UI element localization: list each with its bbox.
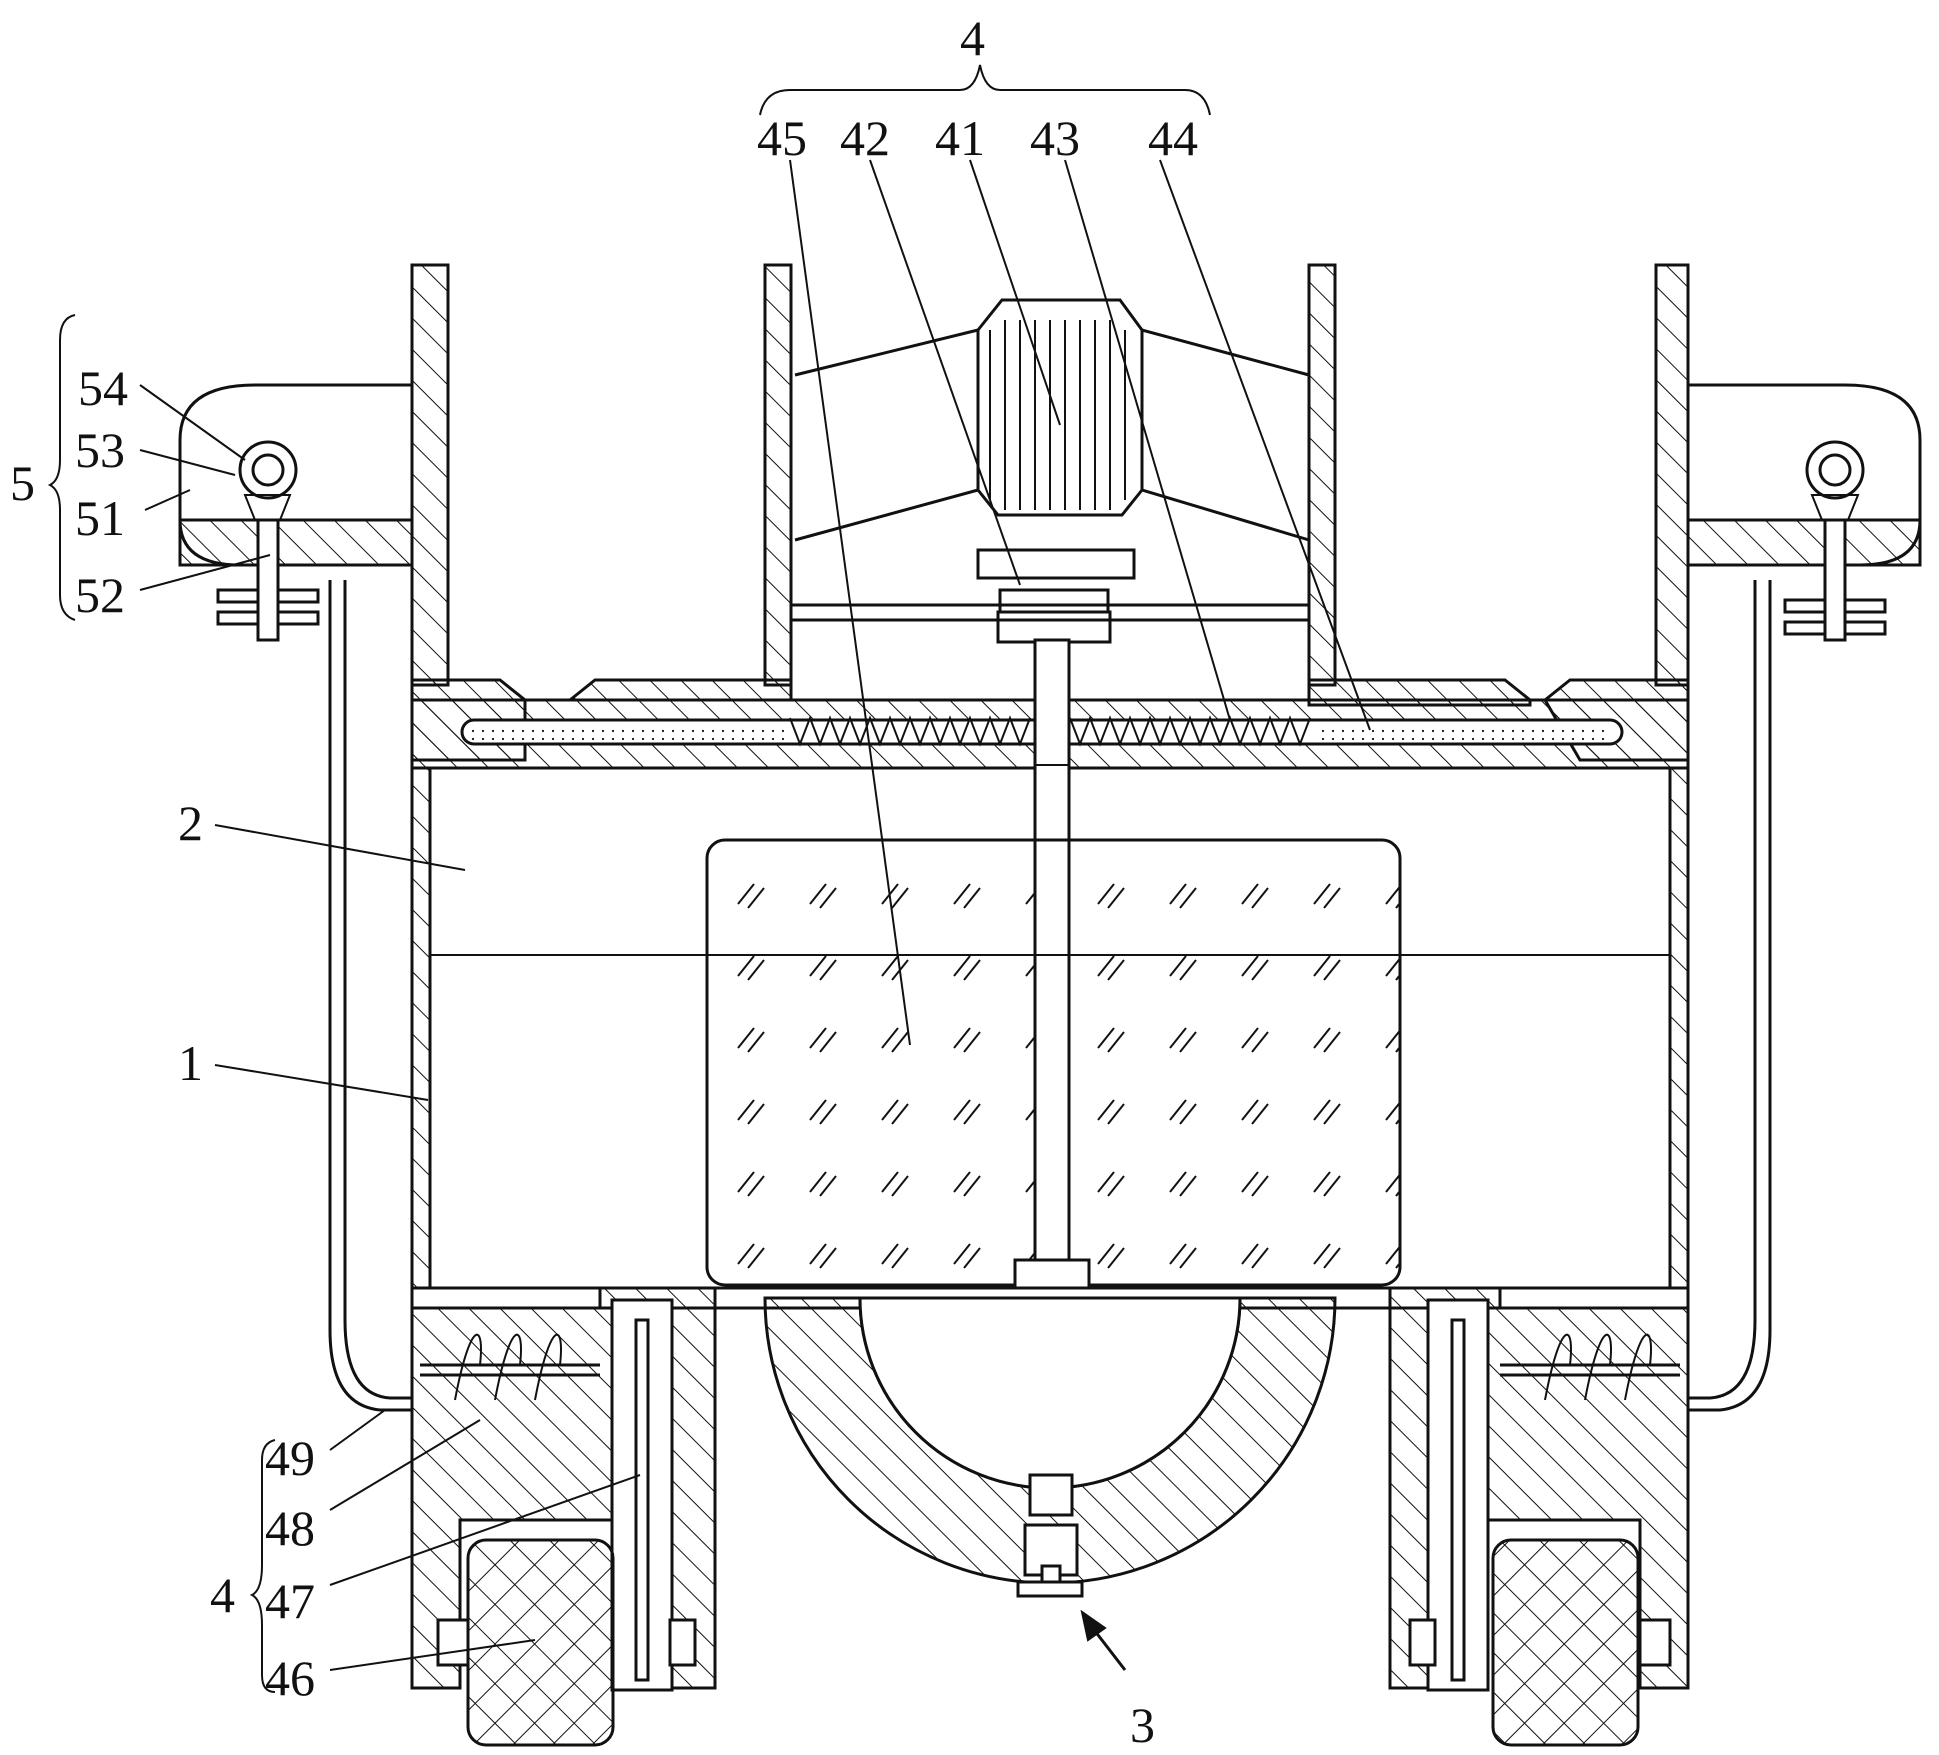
leader-lines [47, 64, 1371, 1693]
label-48: 48 [265, 1500, 315, 1556]
label-47: 47 [265, 1573, 315, 1629]
label-group-4-bottom: 4 [210, 1567, 235, 1623]
label-group-5: 5 [10, 455, 35, 511]
label-52: 52 [75, 567, 125, 623]
label-42: 42 [840, 110, 890, 166]
label-2: 2 [178, 795, 203, 851]
label-group-4-top: 4 [960, 10, 985, 66]
filter-block [705, 838, 1402, 1290]
label-41: 41 [935, 110, 985, 166]
base [410, 1286, 1690, 1692]
label-43: 43 [1030, 110, 1080, 166]
label-51: 51 [75, 490, 125, 546]
label-45: 45 [757, 110, 807, 166]
label-44: 44 [1148, 110, 1198, 166]
label-49: 49 [265, 1430, 315, 1486]
side-pipes [178, 383, 1922, 1412]
label-54: 54 [78, 360, 128, 416]
housing-body [410, 263, 1690, 1290]
part-labels: 4 45 42 41 43 44 5 54 53 51 52 2 1 4 49 … [10, 10, 1198, 1753]
label-3: 3 [1130, 1697, 1155, 1753]
label-46: 46 [265, 1650, 315, 1706]
label-1: 1 [178, 1035, 203, 1091]
wheels [436, 1538, 1672, 1747]
label-53: 53 [75, 422, 125, 478]
